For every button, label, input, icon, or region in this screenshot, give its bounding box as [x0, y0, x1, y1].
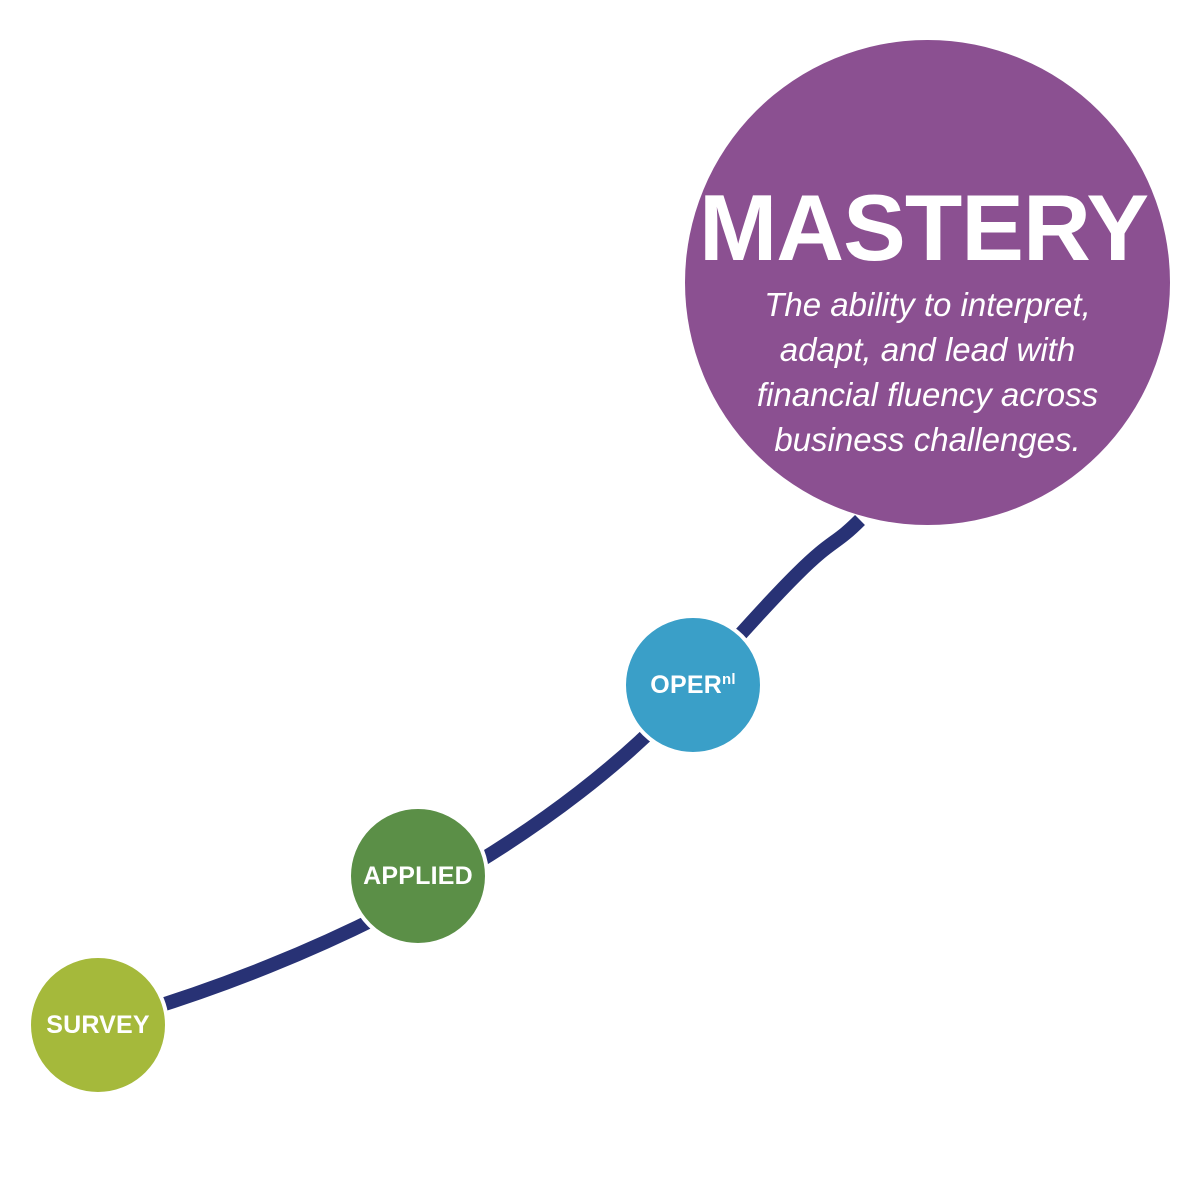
stage-oper-superscript: nl	[721, 670, 736, 688]
stage-oper-label: OPERnl	[650, 671, 735, 700]
stage-survey: SURVEY	[27, 954, 169, 1096]
stage-mastery-description: The ability to interpret, adapt, and lea…	[756, 286, 1099, 458]
stage-operational: OPERnl	[622, 614, 764, 756]
stage-oper-text: OPER	[650, 670, 722, 699]
stage-applied: APPLIED	[347, 805, 489, 947]
stage-survey-label: SURVEY	[46, 1010, 150, 1039]
progression-curve	[93, 515, 865, 1032]
stage-mastery-title: MASTERY	[698, 175, 1149, 280]
stage-mastery: MASTERY The ability to interpret, adapt,…	[685, 40, 1170, 525]
stage-applied-label: APPLIED	[363, 861, 473, 890]
